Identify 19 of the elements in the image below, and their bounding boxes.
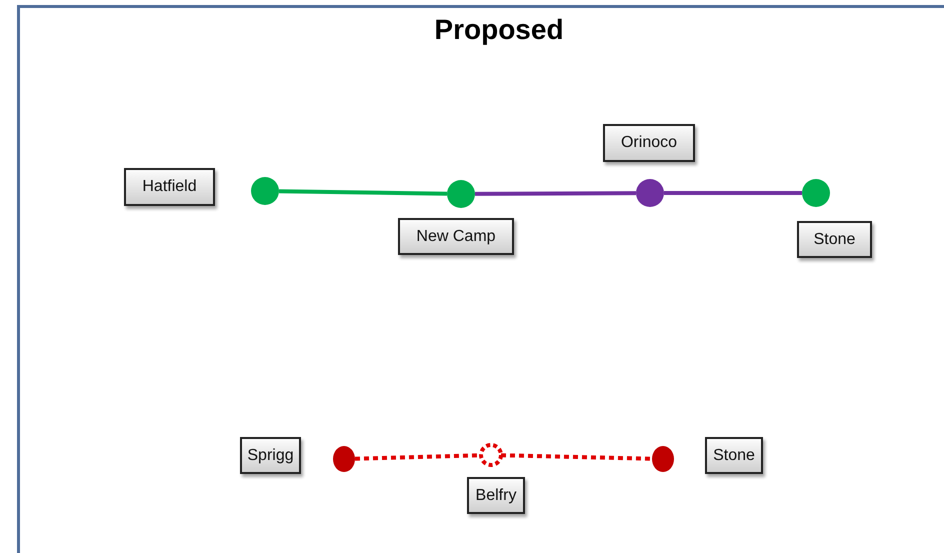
planned-route-line [500, 453, 652, 461]
title: Proposed [434, 14, 564, 46]
station-label: Stone [705, 437, 763, 474]
station-label: New Camp [398, 218, 514, 255]
station-label: Stone [797, 221, 872, 258]
route-line [664, 191, 802, 195]
station-dot [251, 177, 279, 205]
planned-station-circle [479, 443, 503, 467]
station-label: Belfry [467, 477, 525, 514]
route-line [474, 191, 636, 196]
station-dot [333, 446, 355, 472]
station-label: Orinoco [603, 124, 695, 162]
station-dot [802, 179, 830, 207]
station-dot [447, 180, 475, 208]
station-dot [652, 446, 674, 472]
station-label: Sprigg [240, 437, 301, 474]
station-dot [636, 179, 664, 207]
route-line [278, 189, 448, 196]
station-label: Hatfield [124, 168, 215, 206]
